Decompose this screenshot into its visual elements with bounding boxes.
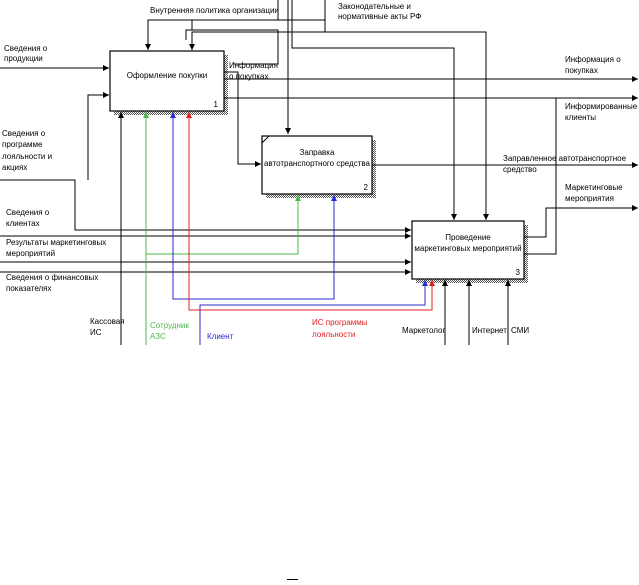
marketing-events-line-1: Маркетинговые (565, 183, 623, 192)
client-label: Клиент (207, 332, 234, 341)
box-2-number: 2 (364, 183, 369, 192)
loyalty-is-line-1: ИС программы (312, 318, 368, 327)
client-info-line-1: Сведения о (6, 208, 50, 217)
box-3-title-line-2: маркетинговых мероприятий (414, 244, 521, 253)
box-2-title-line-1: Заправка (300, 148, 335, 157)
fueled-vehicle-line-1: Заправленное автотранспортное (503, 154, 627, 163)
media-label: СМИ (511, 326, 529, 335)
loyalty-info-line-1: Сведения о (2, 129, 46, 138)
marketing-events-line-2: мероприятия (565, 194, 614, 203)
cash-is-line-2: ИС (90, 328, 102, 337)
product-info-line-2: продукции (4, 54, 43, 63)
marketing-results-line-2: мероприятий (6, 249, 55, 258)
financial-info-line-1: Сведения о финансовых (6, 273, 98, 282)
product-info-line-1: Сведения о (4, 44, 48, 53)
control-laws (189, 0, 489, 220)
box-2-title-line-2: автотранспортного средства (264, 159, 371, 168)
financial-info-line-2: показателях (6, 284, 52, 293)
loyalty-info-line-3: лояльности и (2, 152, 52, 161)
purchase-info-line-1: Информация (229, 61, 278, 70)
marketing-results-line-1: Результаты маркетинговых (6, 238, 106, 247)
flow-purchase-info (224, 71, 261, 167)
informed-clients-line-2: клиенты (565, 113, 596, 122)
purchase-info-line-2: о покупках (229, 72, 269, 81)
purchase-info-out-line-1: Информация о (565, 55, 621, 64)
box-1-title: Оформление покупки (127, 71, 208, 80)
idef0-diagram: Оформление покупки 1 Заправка автотрансп… (0, 0, 638, 345)
mechanism-loyalty-is (186, 112, 435, 311)
output-informed-clients (224, 95, 638, 255)
loyalty-info-line-4: акциях (2, 163, 27, 172)
laws-label-line-1: Законодательные и (338, 2, 411, 11)
box-1-purchase: Оформление покупки 1 (109, 50, 228, 115)
box-2-refueling: Заправка автотранспортного средства 2 (261, 135, 376, 198)
box-3-title-line-1: Проведение (445, 233, 491, 242)
loyalty-is-line-2: лояльности (312, 330, 355, 339)
client-info-line-2: клиентах (6, 219, 40, 228)
marketer-label: Маркетолог (402, 326, 445, 335)
internal-policy-label: Внутренняя политика организации (150, 6, 279, 15)
employee-line-2: АЗС (150, 332, 166, 341)
employee-line-1: Сотрудник (150, 321, 189, 330)
page-marker (287, 579, 298, 583)
fueled-vehicle-line-2: средство (503, 165, 537, 174)
box-3-marketing: Проведение маркетинговых мероприятий 3 (411, 220, 528, 283)
box-1-number: 1 (214, 100, 219, 109)
cash-is-line-1: Кассовая (90, 317, 125, 326)
box-3-number: 3 (516, 268, 521, 277)
output-marketing-events (524, 205, 638, 238)
internet-label: Интернет (472, 326, 507, 335)
purchase-info-out-line-2: покупках (565, 66, 598, 75)
informed-clients-line-1: Информированные (565, 102, 638, 111)
loyalty-info-line-2: программе (2, 140, 43, 149)
laws-label-line-2: нормативные акты РФ (338, 12, 421, 21)
